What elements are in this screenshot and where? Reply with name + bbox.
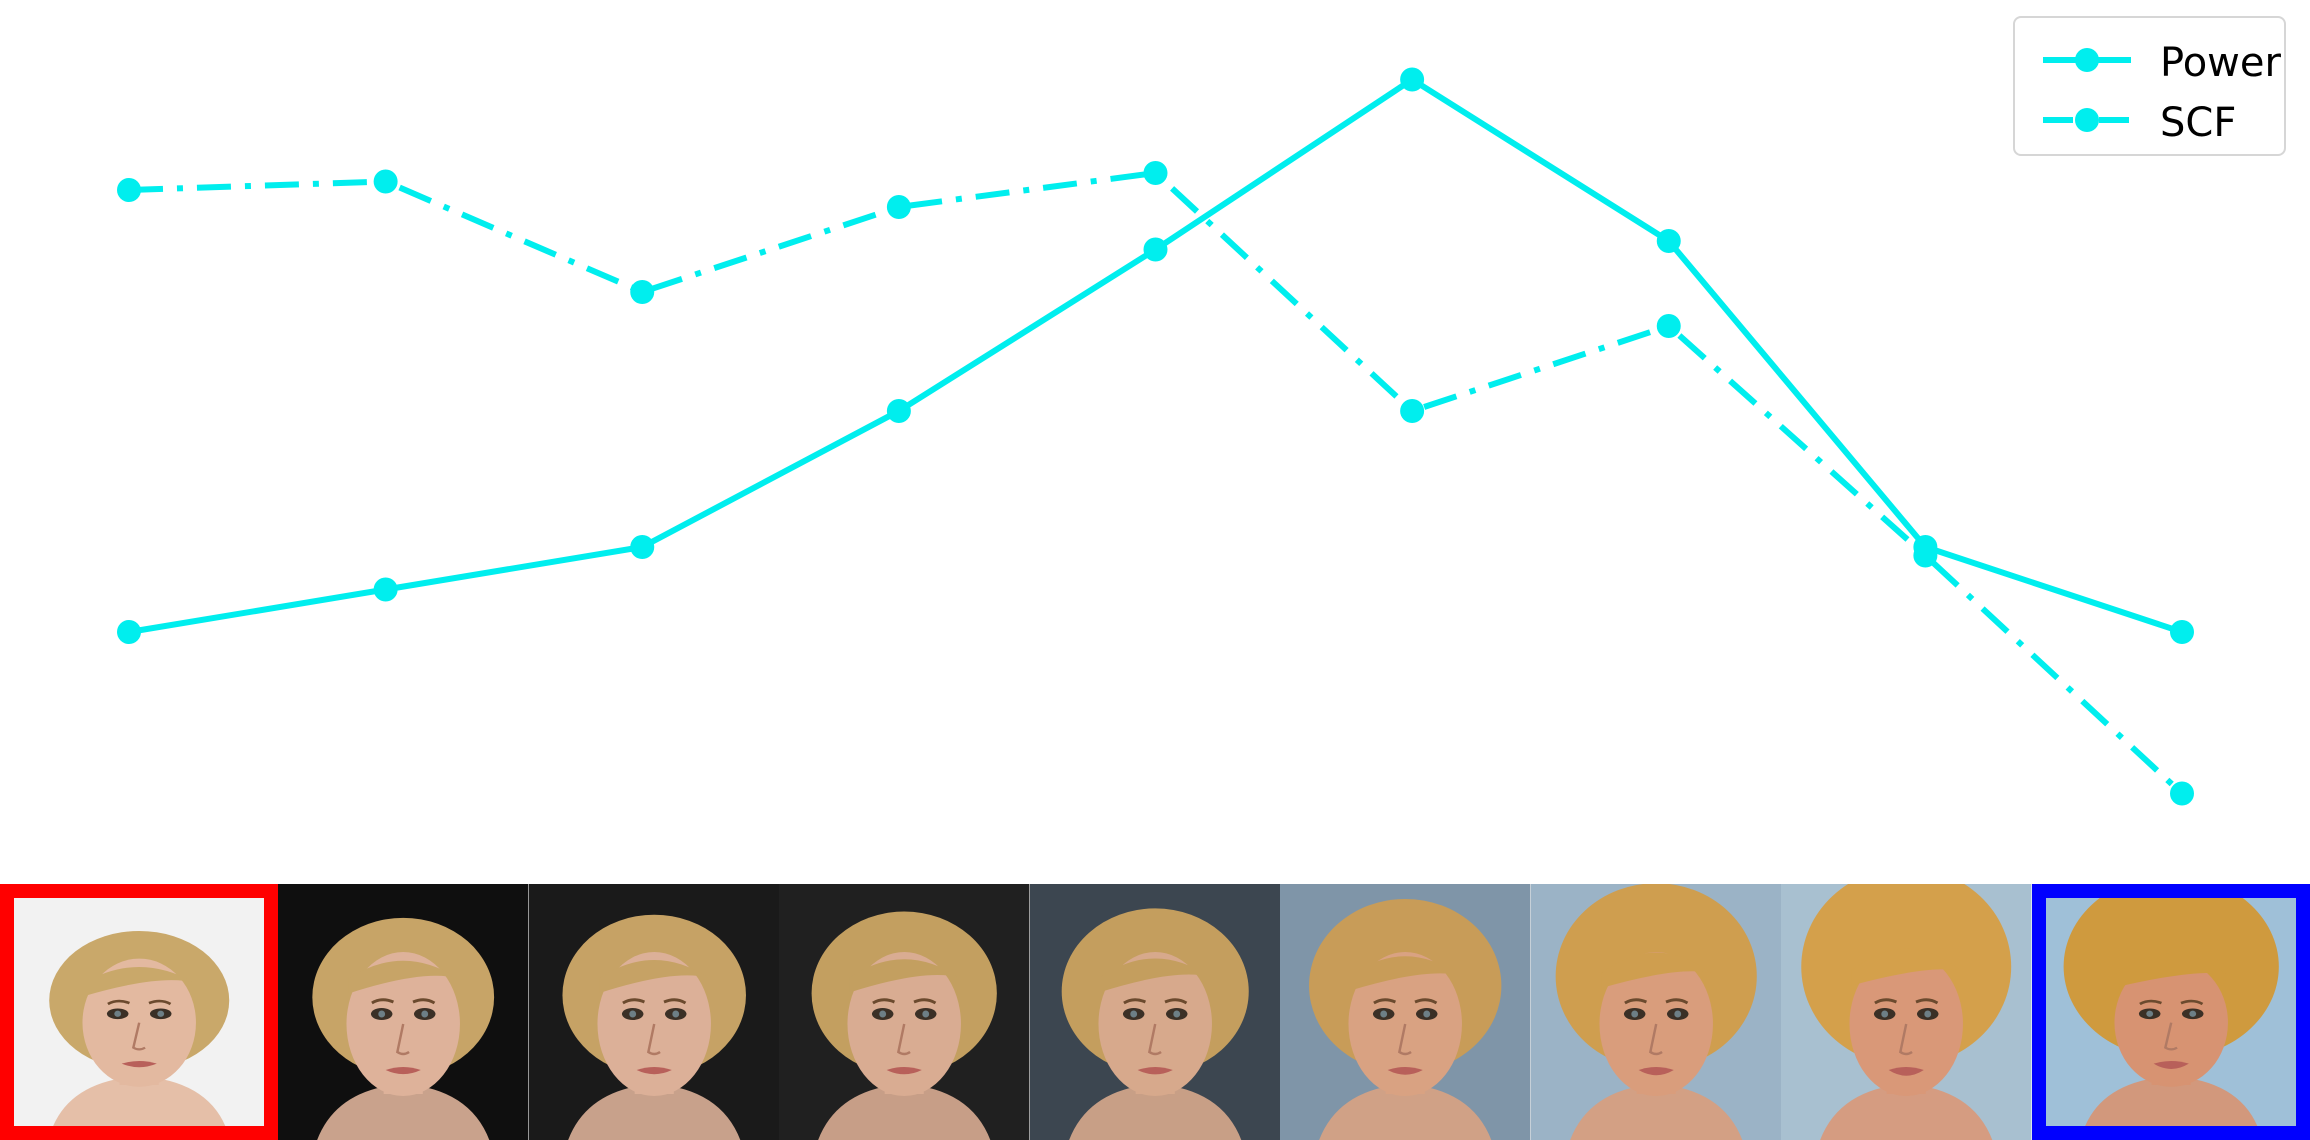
legend-item-scf: SCF — [2027, 92, 2277, 148]
legend-label-power: Power — [2160, 40, 2281, 86]
series-power — [117, 67, 2194, 644]
data-point-scf-1 — [117, 178, 141, 202]
series-line-scf — [128, 170, 2185, 796]
source-face-image — [0, 884, 279, 1140]
data-point-scf-9 — [2170, 781, 2194, 806]
interpolated-face-image — [779, 884, 1030, 1140]
data-point-scf-3 — [630, 280, 655, 304]
chart-legend: Power SCF — [2013, 16, 2286, 156]
data-point-scf-5 — [1143, 161, 1168, 185]
face-interpolation-strip — [0, 884, 2310, 1140]
data-point-scf-6 — [1400, 399, 1425, 423]
interpolated-face-image — [1280, 884, 1531, 1140]
data-point-power-9 — [2170, 620, 2194, 644]
line-chart — [117, 67, 2194, 806]
interpolated-face-image — [1781, 884, 2032, 1140]
data-point-power-1 — [117, 620, 141, 644]
data-point-power-6 — [1400, 67, 1425, 92]
data-point-scf-4 — [886, 195, 911, 219]
legend-swatch-scf — [2043, 108, 2131, 132]
interpolated-face-image — [528, 884, 780, 1140]
interpolated-face-image — [1530, 884, 1782, 1140]
data-point-power-5 — [1143, 237, 1168, 262]
data-point-scf-8 — [1913, 543, 1938, 568]
data-point-scf-7 — [1656, 314, 1681, 338]
data-point-power-4 — [886, 399, 911, 423]
series-layer — [117, 67, 2194, 806]
interpolated-face-image — [278, 884, 529, 1140]
data-point-power-3 — [630, 535, 655, 559]
interpolated-face-image — [1029, 884, 1281, 1140]
data-point-scf-2 — [373, 169, 398, 194]
legend-item-power: Power — [2027, 32, 2281, 88]
target-face-image — [2031, 884, 2310, 1140]
legend-swatch-power — [2043, 48, 2131, 72]
series-scf — [117, 161, 2194, 806]
data-point-power-2 — [373, 577, 398, 602]
legend-label-scf: SCF — [2160, 100, 2237, 146]
data-point-power-7 — [1656, 229, 1681, 253]
